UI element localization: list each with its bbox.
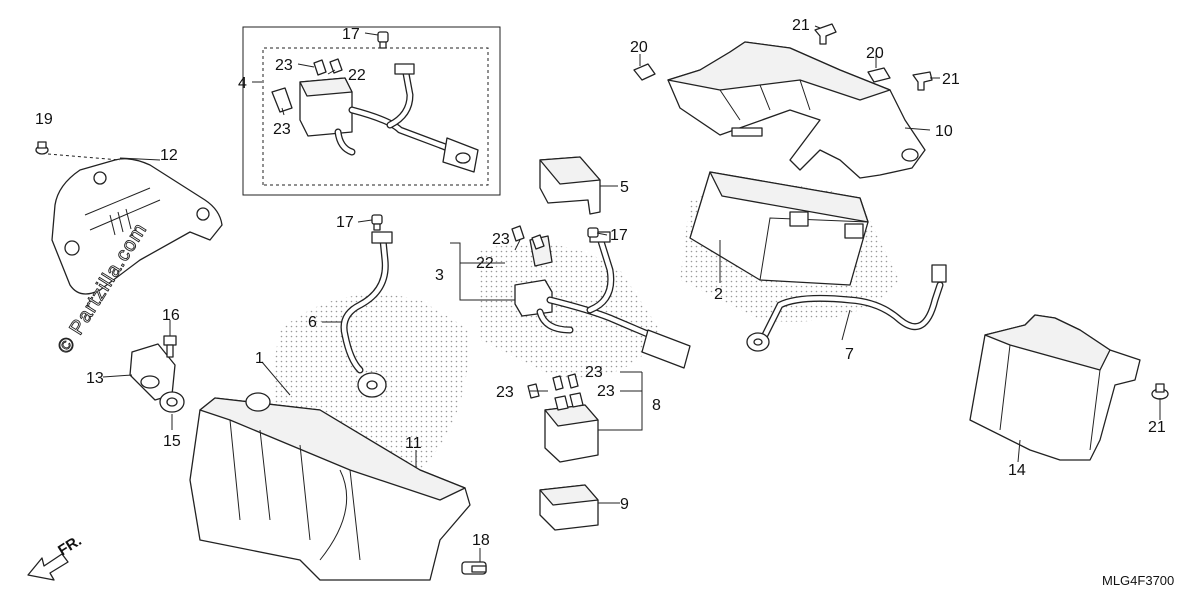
screw-17-right[interactable] — [587, 227, 599, 238]
screw-17-mid[interactable] — [371, 214, 383, 231]
callout-21-top: 21 — [792, 17, 810, 34]
callout-17-right: 17 — [610, 227, 628, 244]
part-6-cable[interactable] — [340, 231, 393, 398]
part-4-relay-harness-group[interactable] — [242, 26, 501, 196]
callout-23-b: 23 — [273, 121, 291, 138]
part-10-upper-bracket[interactable] — [667, 41, 926, 179]
callout-17-top: 17 — [342, 26, 360, 43]
callout-13: 13 — [86, 370, 104, 387]
part-12-bracket[interactable] — [51, 158, 223, 295]
callout-23-a: 23 — [275, 57, 293, 74]
clip-21-top[interactable] — [814, 23, 837, 45]
part-11-battery-tray[interactable] — [189, 392, 471, 581]
clip-20-left[interactable] — [633, 63, 656, 81]
callout-23-c: 23 — [492, 231, 510, 248]
part-14-box[interactable] — [969, 314, 1141, 461]
callout-2: 2 — [714, 286, 723, 303]
callout-7: 7 — [845, 346, 854, 363]
callout-11: 11 — [405, 435, 422, 452]
callout-8: 8 — [652, 397, 661, 414]
callout-6: 6 — [308, 314, 317, 331]
callout-21-right: 21 — [942, 71, 960, 88]
callout-labels: 17 4 23 22 23 19 12 16 13 15 1 11 18 17 … — [35, 17, 1166, 549]
callout-10: 10 — [935, 123, 953, 140]
part-2-battery[interactable] — [689, 171, 869, 286]
leader-lines — [47, 25, 1161, 562]
callout-23-e: 23 — [496, 384, 514, 401]
callout-15: 15 — [163, 433, 181, 450]
callout-22-a: 22 — [348, 67, 366, 84]
callout-3: 3 — [435, 267, 444, 284]
part-5-cover[interactable] — [539, 156, 601, 215]
callout-16: 16 — [162, 307, 180, 324]
callout-20-left: 20 — [630, 39, 648, 56]
part-7-cable[interactable] — [746, 264, 947, 352]
clip-21-right[interactable] — [912, 71, 933, 91]
callout-23-d: 23 — [585, 364, 603, 381]
callout-18: 18 — [472, 532, 490, 549]
callout-23-f: 23 — [597, 383, 615, 400]
bolt-18[interactable] — [461, 561, 487, 575]
callout-1: 1 — [255, 350, 264, 367]
callout-9: 9 — [620, 496, 629, 513]
part-9-relay-cover[interactable] — [539, 484, 599, 531]
figure-code: MLG4F3700 — [1102, 573, 1174, 588]
screw-17-top[interactable] — [377, 31, 389, 49]
callout-12: 12 — [160, 147, 178, 164]
clip-20-right[interactable] — [867, 67, 891, 83]
callout-19: 19 — [35, 111, 53, 128]
callout-21-lower: 21 — [1148, 419, 1166, 436]
part-3-relay-harness[interactable] — [511, 225, 691, 369]
callout-14: 14 — [1008, 462, 1026, 479]
callout-22-b: 22 — [476, 255, 494, 272]
callout-5: 5 — [620, 179, 629, 196]
bolt-19[interactable] — [35, 141, 49, 155]
callout-20-right: 20 — [866, 45, 884, 62]
part-8-relay[interactable] — [527, 373, 599, 463]
callout-4: 4 — [238, 75, 247, 92]
front-direction-arrow: FR. — [27, 532, 85, 581]
callout-17-mid: 17 — [336, 214, 354, 231]
clip-21-lower[interactable] — [1151, 383, 1169, 400]
part-15-nut[interactable] — [159, 391, 185, 413]
